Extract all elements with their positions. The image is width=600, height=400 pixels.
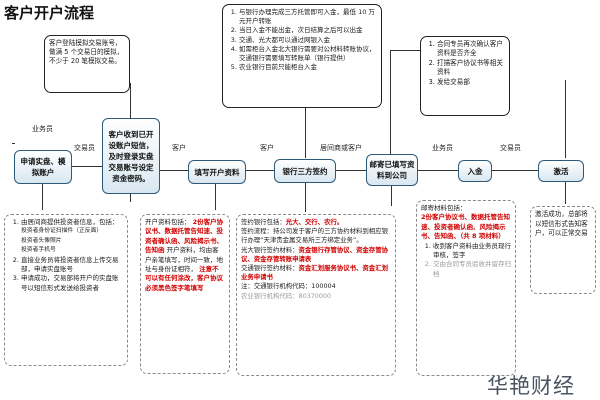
connector — [244, 170, 274, 171]
connector — [390, 50, 391, 158]
bank-docs-p4: 交通银行签约材料： — [241, 264, 299, 273]
flow-bank-signing: 银行三方签约 — [274, 159, 336, 183]
role-trader-right: 交易员 — [500, 144, 521, 152]
role-sales: 业务员 — [432, 144, 453, 152]
bank-docs-p1: 签约银行包括： — [241, 218, 286, 226]
bank-docs-banks: 光大、交行、农行。 — [285, 218, 344, 226]
connector — [418, 170, 458, 171]
flow-deposit: 入金 — [458, 160, 492, 182]
note-open-documents: 开户资料包括： 2份客户协议书、数据托管告知速、投资者确认函、风险揭示书、告知函… — [140, 214, 230, 374]
list-item: 交由合同专员验收并留存归档 — [433, 260, 511, 279]
connector — [130, 83, 131, 119]
open-docs-required: 2份客户协议书、数据托管告知速、投资者确认函、风险揭示书、告知函 — [145, 218, 224, 255]
bank-docs-p6: 农业银行机构代码： — [241, 291, 299, 300]
note-mail-documents: 邮寄材料包括： 2份客户协议书、数据托管告知速、投资者确认函、风险揭示书、告知函… — [416, 200, 516, 376]
page-title: 客户开户流程 — [4, 4, 95, 22]
contract-check-list: 合同专员再次确认客户资料是否齐全 打描客户协议书等相关资料 发给交易部 — [425, 40, 505, 87]
bank-docs-jiaotong: 资金汇划服务协议书、资金汇划业务申请书 — [241, 264, 388, 282]
list-item: 如需柜台入金北大银行需要对公材料转账协议，交通银行需要填写转账单（银行提供） — [239, 45, 377, 63]
connector — [391, 186, 392, 206]
note-investor-info: 由居间商提供投资者信息，包括： 投资者身份证扫描件（正反面） 投资者头像照片 投… — [4, 214, 128, 366]
connector — [305, 108, 306, 158]
activation-text: 激活成功，总部将以短信形式告知客户，可以正常交易 — [535, 210, 588, 238]
list-item: 农业银行目前只能柜台入金 — [239, 63, 377, 72]
list-item: 申请成功，交易部将开户的实盘账号以短信形式发送给投资者 — [21, 274, 123, 293]
note-bank-deposit: 与银行办理完成三方托管即可入金，最低 10 万元开户转账 当日入金不能出金，次日… — [222, 4, 382, 108]
connector — [215, 180, 216, 210]
list-item: 收到客户资料由业务员现行审核，签字 — [433, 242, 511, 261]
note-demo-login-text: 客户登陆模拟交易账号，做满 5 个交易日的模拟，不少于 20 笔模拟交易。 — [49, 39, 124, 65]
connector — [158, 170, 188, 171]
flow-mail-documents: 邮寄已填写资料到公司 — [366, 154, 418, 186]
role-client-2: 客户 — [260, 144, 274, 152]
connector — [492, 170, 538, 171]
open-docs-mid: 开户资料，均由客户亲笔填写，时间一致，地址与身份证相符， — [145, 246, 223, 274]
role-investor: 业务员 — [32, 125, 53, 133]
mail-docs-required: 2份客户协议书、数据托管告知速、投资者确认函、风险揭示书、告知函、（共 8 项材… — [421, 213, 511, 241]
bank-docs-p3: 光大银行签约材料： — [241, 245, 299, 254]
list-item: 当日入金不能出金，次日结算之后可以出金 — [239, 26, 377, 35]
list-item: 交通、光大都可以通过网银入金 — [239, 36, 377, 45]
list-item: 直接业务员将投资者信息上传交易部，申请实盘账号 — [21, 256, 123, 275]
connector — [565, 182, 566, 204]
sub-item: 投资者头像照片 — [21, 237, 62, 244]
mail-docs-intro: 邮寄材料包括： — [421, 204, 467, 212]
note-bank-signing: 签约银行包括：光大、交行、农行。 签约流程：持公司发于客户的三方协约材料到相应银… — [236, 214, 396, 376]
list-item: 由居间商提供投资者信息，包括： 投资者身份证扫描件（正反面） 投资者头像照片 投… — [21, 218, 123, 256]
open-docs-intro: 开户资料包括： — [145, 218, 191, 226]
connector — [70, 166, 102, 167]
note-contract-check: 合同专员再次确认客户资料是否齐全 打描客户协议书等相关资料 发给交易部 — [420, 36, 510, 116]
bank-docs-p6-code: 80370000 — [298, 291, 332, 300]
connector — [305, 182, 306, 212]
flow-fill-documents: 填写开户资料 — [188, 160, 246, 184]
role-trader-top: 交易员 — [74, 144, 95, 152]
role-exchange: 居间商或客户 — [320, 144, 362, 152]
list-item: 打描客户协议书等相关资料 — [437, 59, 505, 78]
bank-docs-guangda: 资金银行存管协议、资金存管协议、资金存管转账申请表 — [241, 245, 388, 263]
note-demo-login: 客户登陆模拟交易账号，做满 5 个交易日的模拟，不少于 20 笔模拟交易。 — [44, 35, 130, 93]
bank-docs-p5-code: 100004 — [311, 282, 336, 291]
flow-activate: 激活 — [538, 160, 584, 182]
list-item: 与银行办理完成三方托管即可入金，最低 10 万元开户转账 — [239, 8, 377, 26]
bank-deposit-list: 与银行办理完成三方托管即可入金，最低 10 万元开户转账 当日入金不能出金，次日… — [227, 8, 377, 72]
connector — [390, 50, 420, 51]
bank-docs-process: 签约流程：持公司发于客户的三方协约材料到相应银行办理“天津贵金属交易所三方绑定业… — [241, 227, 388, 245]
sub-item: 投资者手机号 — [21, 247, 56, 254]
connector — [130, 190, 131, 202]
bank-docs-p5: 注：交通银行机构代码： — [241, 282, 312, 291]
open-docs-warning: 注意不可以有任何涂改，客户协议必须黑色签字笔填写 — [145, 265, 223, 292]
connector — [12, 143, 15, 144]
flow-apply-account: 申请实盘、模拟账户 — [14, 150, 72, 184]
list-item: 合同专员再次确认客户资料是否齐全 — [437, 40, 505, 59]
watermark: 华艳财经 — [487, 374, 575, 398]
role-client: 客户 — [172, 144, 186, 152]
flow-receive-sms: 客户收到已开设账户短信，及时登录实盘交易账号设定资金密码。 — [102, 118, 160, 194]
note-activation: 激活成功，总部将以短信形式告知客户，可以正常交易 — [530, 206, 596, 294]
connector — [336, 170, 366, 171]
mail-docs-list: 收到客户资料由业务员现行审核，签字 交由合同专员验收并留存归档 — [421, 242, 511, 280]
connector — [42, 180, 43, 210]
sub-item: 投资者身份证扫描件（正反面） — [21, 228, 103, 235]
list-item: 发给交易部 — [437, 78, 505, 87]
investor-info-list: 由居间商提供投资者信息，包括： 投资者身份证扫描件（正反面） 投资者头像照片 投… — [9, 218, 123, 293]
connector — [565, 80, 566, 158]
